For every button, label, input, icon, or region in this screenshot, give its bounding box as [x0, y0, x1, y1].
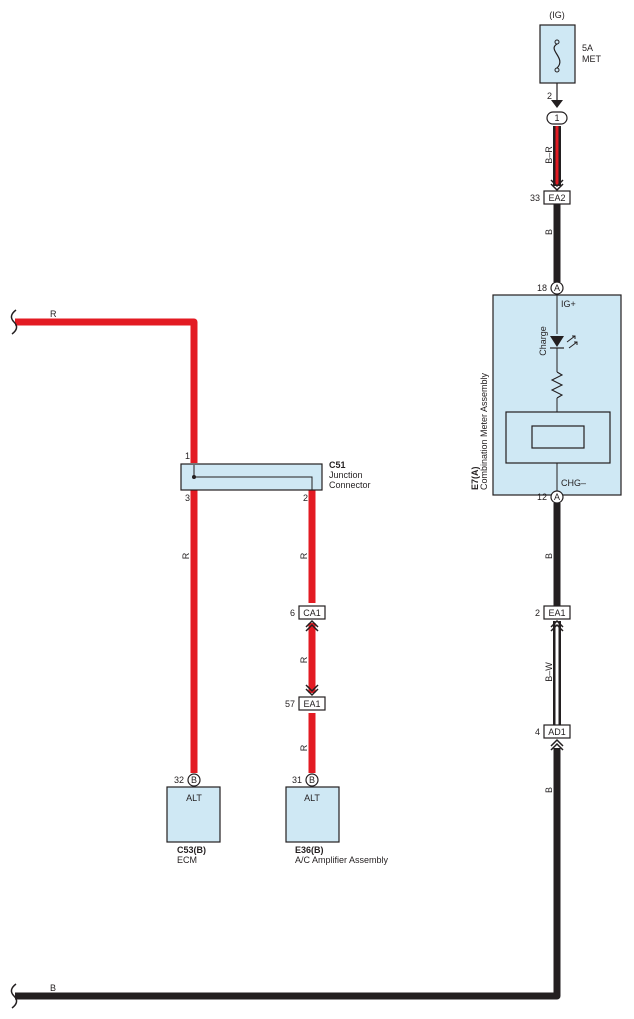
- junction-name-1: Junction: [329, 470, 363, 480]
- fuse-rating: 5A: [582, 43, 593, 53]
- connector-ea1-right-pin: 2: [535, 608, 540, 618]
- connector-ea2-pin: 33: [530, 193, 540, 203]
- wire-label-r-right-1: R: [299, 552, 309, 559]
- ecm-pin-letter: B: [191, 775, 197, 785]
- wire-label-r-top: R: [50, 309, 57, 319]
- led-label: Charge: [538, 326, 548, 356]
- light-emit-icon: [566, 335, 578, 349]
- connector-chevron-icon: [305, 684, 319, 697]
- wire-break-icon: [10, 309, 18, 335]
- fuse-source: (IG): [549, 10, 565, 20]
- connector-ca1: [298, 605, 326, 620]
- ecm-box: [166, 786, 221, 843]
- ecm-pin: [187, 773, 201, 787]
- meter-pin-bottom-num: 12: [537, 492, 547, 502]
- connector-ad1: [543, 724, 571, 739]
- meter-ic-outer: [505, 411, 611, 464]
- junction-pin1: 1: [185, 451, 190, 461]
- meter-pin-top-num: 18: [537, 283, 547, 293]
- ecm-pin-num: 32: [174, 775, 184, 785]
- junction-name-2: Connector: [329, 480, 371, 490]
- connector-ca1-name: CA1: [303, 608, 321, 618]
- connector-ad1-name: AD1: [548, 727, 566, 737]
- fuse-name: MET: [582, 54, 602, 64]
- wire-b-bottom: [15, 748, 561, 1000]
- wire-label-b-low: B: [544, 787, 554, 793]
- wire-label-b-top: B: [544, 229, 554, 235]
- connector-ea2-name: EA2: [548, 193, 565, 203]
- meter-ig-label: IG+: [561, 299, 576, 309]
- wire-label-r-left: R: [181, 552, 191, 559]
- connector-chevron-icon: [550, 738, 564, 751]
- ac-pin-letter: B: [309, 775, 315, 785]
- meter-name: Combination Meter Assembly: [479, 372, 489, 490]
- resistor-icon: [550, 371, 564, 399]
- splice-label: 1: [554, 113, 559, 123]
- connector-ad1-pin: 4: [535, 727, 540, 737]
- ecm-terminal: ALT: [186, 793, 202, 803]
- connector-ea1-left-name: EA1: [303, 699, 320, 709]
- ac-terminal: ALT: [304, 793, 320, 803]
- connector-ca1-pin: 6: [290, 608, 295, 618]
- ac-pin: [305, 773, 319, 787]
- wire-label-r-right-2: R: [299, 656, 309, 663]
- wire-b-r: [553, 126, 561, 186]
- junction-pin3: 3: [185, 493, 190, 503]
- meter-chg-label: CHG–: [561, 478, 586, 488]
- ac-amp-name: A/C Amplifier Assembly: [295, 855, 389, 865]
- wire-label-b-bottom: B: [50, 983, 56, 993]
- wire-break-icon: [10, 983, 18, 1009]
- wire-label-br: B–R: [544, 146, 554, 164]
- splice-connector: [546, 111, 568, 125]
- connector-chevron-icon: [550, 179, 564, 192]
- connector-arrow-icon: [551, 100, 563, 108]
- fuse-pin: 2: [547, 91, 552, 101]
- ac-amp-box: [285, 786, 340, 843]
- meter-pin-bottom: [550, 490, 564, 504]
- wire-label-bw: B–W: [544, 662, 554, 682]
- meter-pin-top-letter: A: [554, 283, 560, 293]
- wire-label-r-right-3: R: [299, 744, 309, 751]
- ac-pin-num: 31: [292, 775, 302, 785]
- connector-chevron-icon: [550, 619, 564, 632]
- meter-ic-inner: [531, 425, 585, 449]
- connector-ea1-right-name: EA1: [548, 608, 565, 618]
- wire-r-top: [15, 318, 198, 463]
- junction-node-dot: [192, 475, 196, 479]
- fuse-met: [539, 24, 576, 84]
- meter-id: E7(A): [470, 466, 480, 490]
- fuse-icon: [553, 43, 561, 69]
- meter-pin-bottom-letter: A: [554, 492, 560, 502]
- connector-ea1-left: [298, 696, 326, 711]
- ecm-id: C53(B): [177, 845, 206, 855]
- junction-internal-wire: [193, 465, 313, 490]
- connector-ea1-left-pin: 57: [285, 699, 295, 709]
- ecm-name: ECM: [177, 855, 197, 865]
- wire-b-w: [553, 621, 561, 725]
- ac-amp-id: E36(B): [295, 845, 324, 855]
- junction-id: C51: [329, 460, 346, 470]
- wire-label-b-mid: B: [544, 553, 554, 559]
- connector-ea2: [543, 190, 571, 205]
- junction-pin2: 2: [303, 493, 308, 503]
- connector-chevron-icon: [305, 619, 319, 632]
- led-icon: [550, 336, 564, 347]
- connector-ea1-right: [543, 605, 571, 620]
